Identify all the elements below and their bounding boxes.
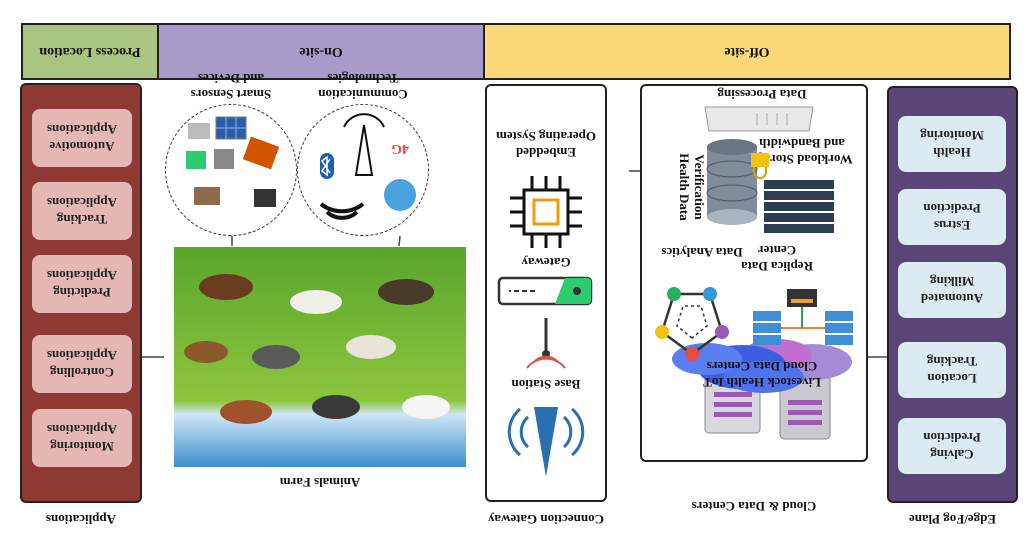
app-item-line: Controlling [49,365,115,380]
communication-title: Communication Technologies [297,70,429,102]
broadcast-tower-illustration [507,407,585,477]
app-item-line: Automotive [49,139,115,154]
app-item-line: Applications [46,348,118,363]
applications-caption: Applications [45,512,117,527]
cpu-chip-icon [510,176,582,248]
verification-line: Verification [692,154,707,220]
animals-farm-image [174,247,466,467]
edge-item-location-tracking[interactable]: Location Tracking [898,342,1006,398]
gateway-label: Gateway [521,255,571,270]
sensors-title: Smart Sensors and Devices [165,70,297,102]
cloud-servers-illustration [672,339,852,440]
database-illustration [706,139,769,225]
embedded-line: Operating System [495,129,597,144]
embedded-chip-illustration [510,176,582,248]
cloud-server-icon [672,339,852,440]
edge-item-line: Location [927,371,977,386]
app-item-tracking[interactable]: Tracking Applications [32,182,132,240]
edge-item-line: Tracking [926,354,978,369]
communication-title-line: Technologies [327,71,399,86]
data-processing-label: Data Processing [717,87,807,102]
cloud-centers-line: Livestock Health IoT [703,375,821,390]
edge-item-health-monitoring[interactable]: Health Monitoring [898,116,1006,172]
edge-caption: Edge/Fog Plane [908,512,997,527]
base-station-label: Base Station [511,377,581,392]
app-item-automotive[interactable]: Automotive Applications [32,109,132,167]
edge-item-line: Prediction [923,430,981,445]
broadcast-tower-icon [507,407,585,477]
zigbee-icon: 4G [384,141,416,211]
edge-item-line: Automated [920,291,984,306]
app-item-controlling[interactable]: Controlling Applications [32,335,132,393]
communication-title-line: Communication [318,87,408,102]
network-pentagon-illustration [655,287,729,361]
edge-item-calving-prediction[interactable]: Calving Prediction [898,418,1006,474]
bluetooth-icon [320,153,334,179]
edge-item-line: Estrus [933,218,971,233]
edge-item-line: Prediction [923,201,981,216]
edge-item-estrus-prediction[interactable]: Estrus Prediction [898,189,1006,245]
communication-icons: 4G [319,113,416,220]
edge-item-line: Calving [930,447,974,462]
cloud-centers-label: Livestock Health IoT Cloud Data Centers [682,358,842,390]
cloud-caption: Cloud & Data Centers [691,499,817,514]
app-item-monitoring[interactable]: Monitoring Applications [32,409,132,467]
app-item-line: Applications [46,268,118,283]
applications-plane: Monitoring Applications Controlling Appl… [20,83,142,503]
replica-network-icon [753,289,853,345]
router-icon [497,276,593,306]
app-item-line: Applications [46,195,118,210]
communication-circle: 4G [297,104,429,236]
app-item-line: Applications [46,122,118,137]
sensors-title-line: Smart Sensors [190,87,272,102]
verification-label: Verification Health Data [677,152,707,222]
app-item-line: Applications [46,422,118,437]
antenna-tower-icon [343,113,385,176]
router-illustration [497,276,593,306]
app-item-line: Monitoring [50,439,114,454]
edge-item-line: Monitoring [920,128,984,143]
app-item-line: Predicting [53,285,111,300]
cattle-illustration [184,274,450,424]
embedded-line: Embedded [516,145,576,160]
antenna-signal-illustration [526,318,566,369]
sensor-devices [186,116,280,207]
verification-line: Health Data [677,153,692,221]
server-rack-icon [764,180,834,233]
wifi-icon [319,202,365,220]
sensors-title-line: and Devices [197,71,265,86]
embedded-label: Embedded Operating System [485,128,607,160]
antenna-signal-icon [526,318,566,369]
app-item-line: Tracking [56,212,108,227]
animals-farm-caption: Animals Farm [279,475,361,490]
sensors-circle [165,104,297,236]
network-pentagon-icon [655,287,729,361]
solar-panel-icon [215,116,247,140]
edge-item-automated-milking[interactable]: Automated Milking [898,262,1006,318]
edge-item-line: Health [933,145,971,160]
replica-line: Replica Data [741,259,813,274]
app-item-predicting[interactable]: Predicting Applications [32,255,132,313]
processing-unit-icon [704,106,814,132]
database-icon [706,139,758,225]
edge-item-line: Milking [929,274,975,289]
data-analytics-label: Data Analytics [661,245,743,260]
data-processing-illustration [704,106,814,132]
edge-fog-plane: Calving Prediction Location Tracking Aut… [887,86,1018,503]
lock-icon [751,153,769,179]
svg-text:4G: 4G [391,141,409,156]
storage-illustration [764,180,834,233]
replica-network-illustration [753,289,853,345]
gateway-caption: Connection Gateway [488,512,604,527]
